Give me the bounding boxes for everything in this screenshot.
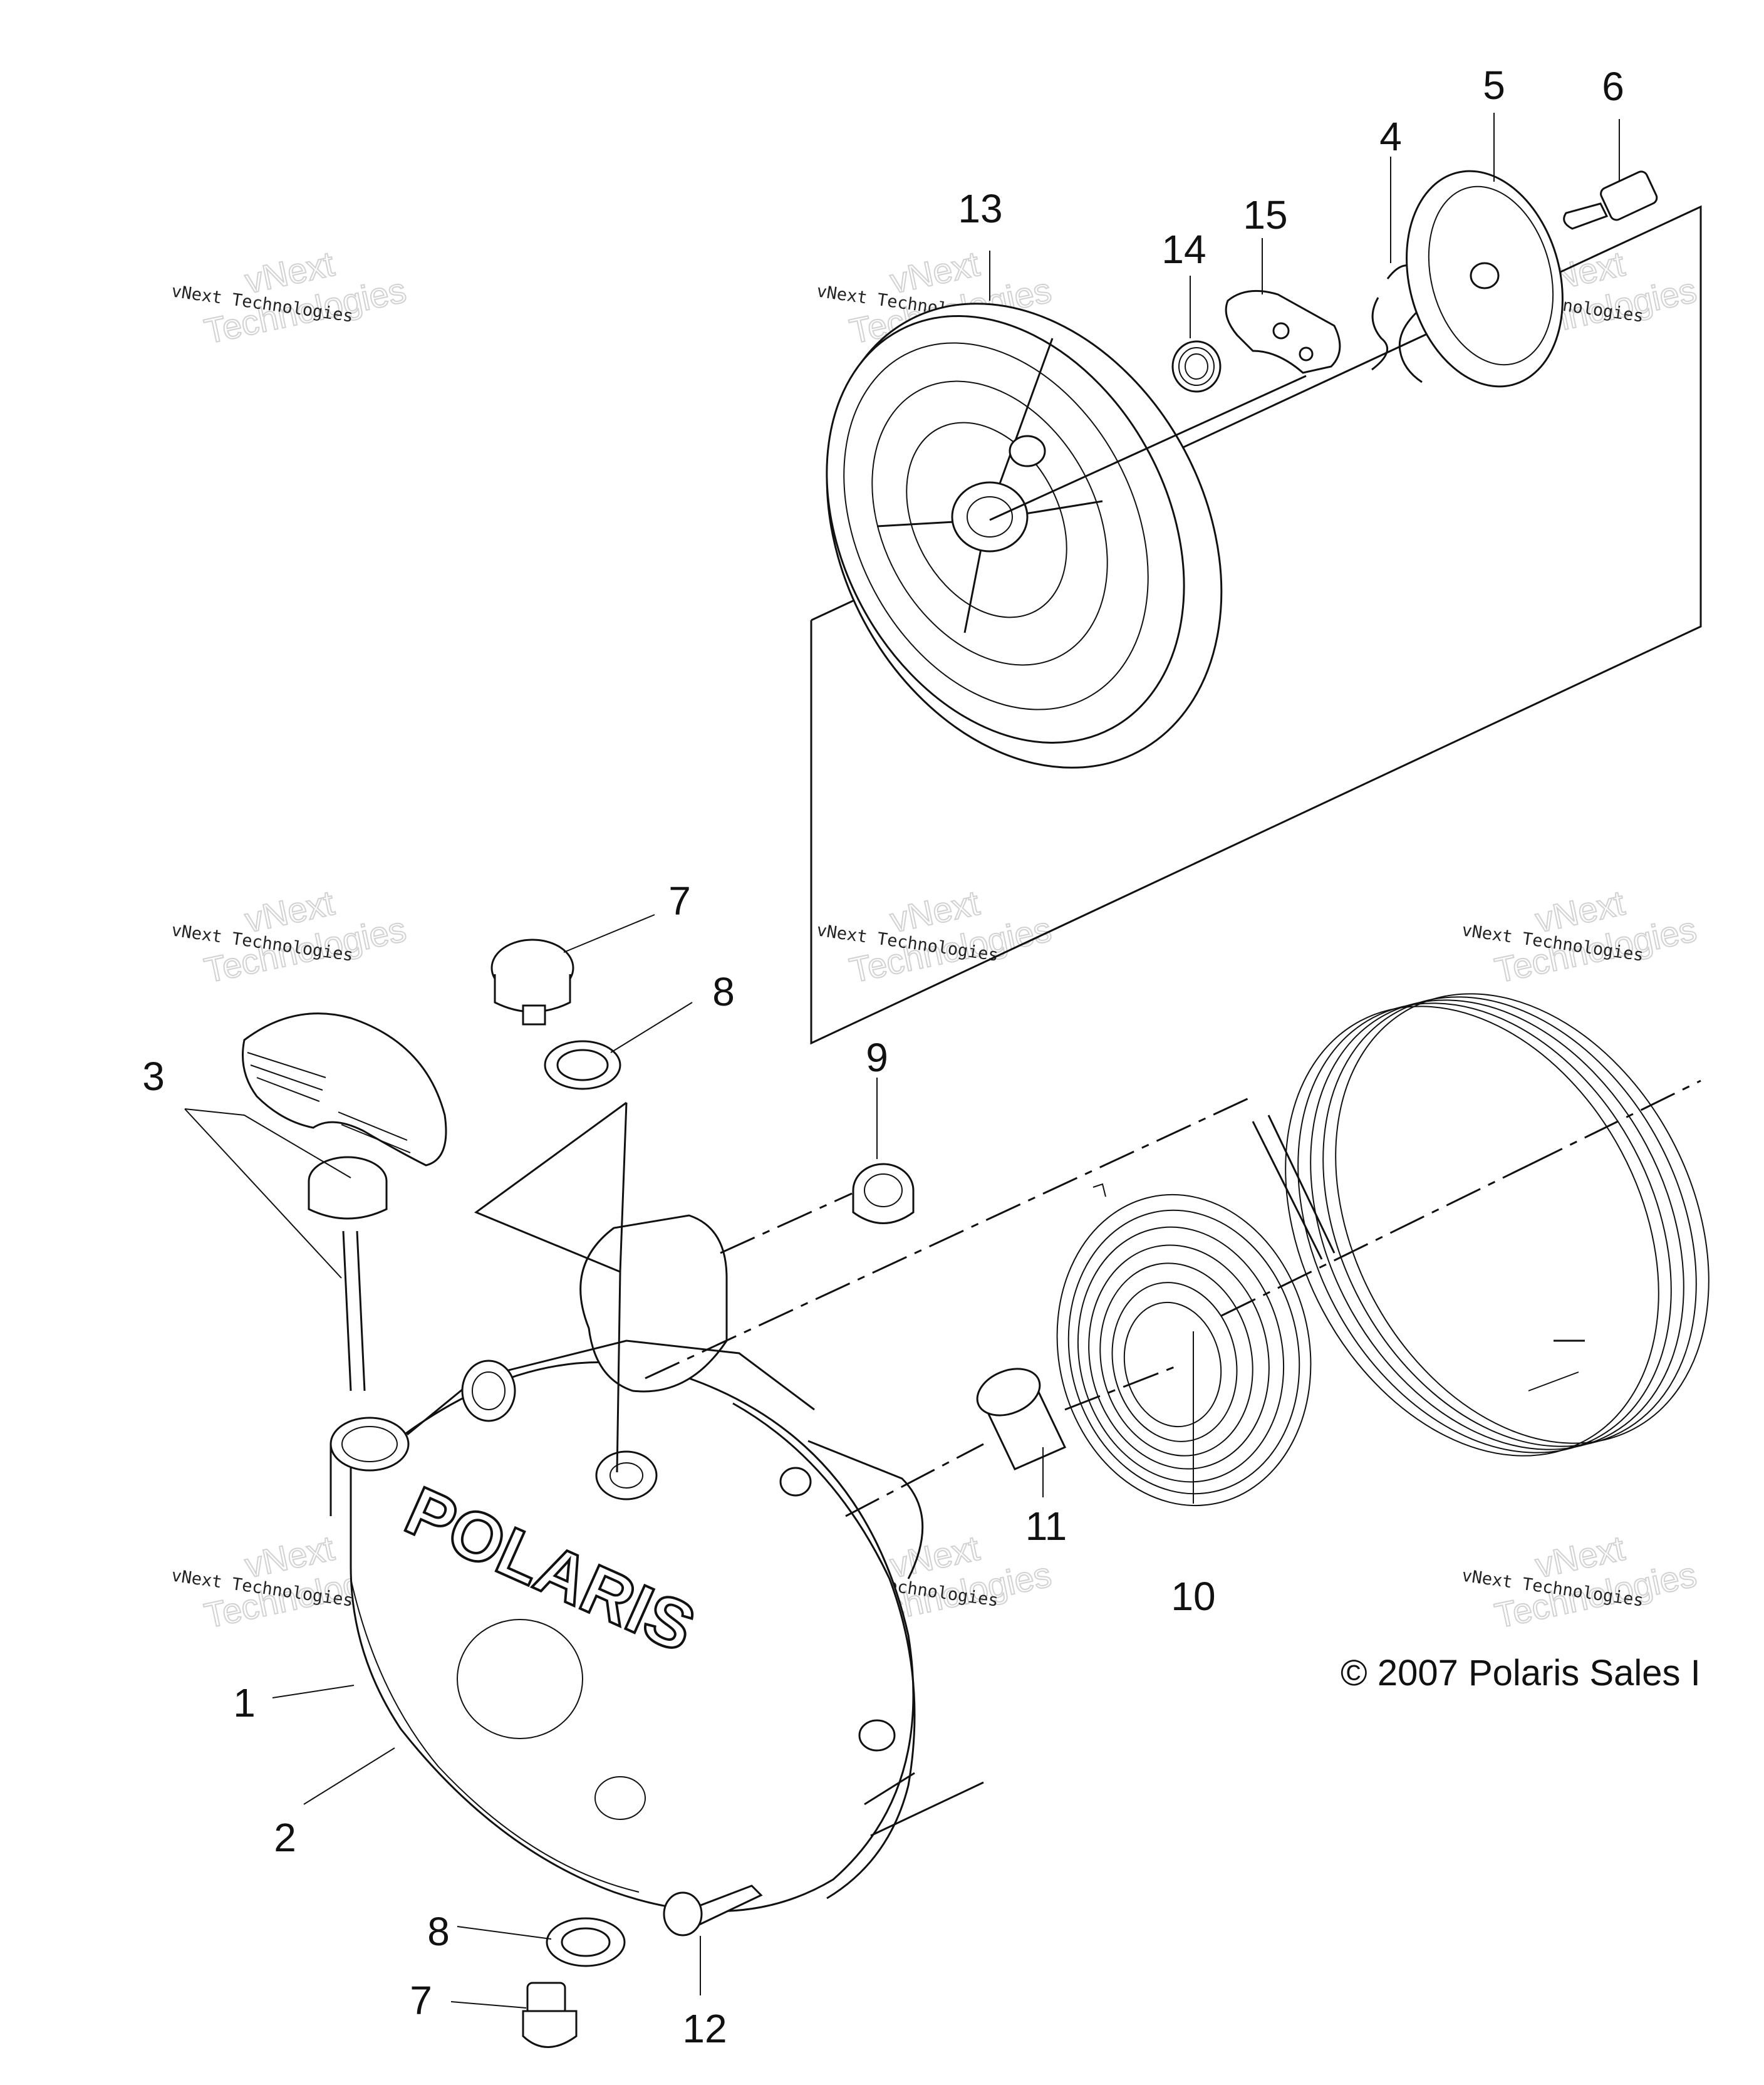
callout-13: 13 [958, 186, 1002, 231]
callout-2: 2 [274, 1815, 296, 1860]
callout-6: 6 [1602, 64, 1624, 109]
callout-15: 15 [1243, 192, 1287, 237]
screw-part-12 [663, 1885, 763, 1937]
callout-8-upper: 8 [712, 969, 735, 1014]
handle-part-3 [242, 1012, 447, 1391]
spiral-spring-part-10 [1056, 1183, 1312, 1507]
bushing-part-11 [976, 1368, 1067, 1470]
pawl-part-15 [1225, 289, 1341, 374]
assembly-frame [810, 205, 1702, 1045]
callout-8-lower: 8 [427, 1909, 450, 1954]
callout-labels: 13 14 15 4 5 6 7 8 3 9 11 10 1 2 8 7 12 [142, 63, 1624, 2051]
callout-4: 4 [1379, 114, 1402, 159]
bolt-part-6 [1563, 170, 1658, 230]
washer-part-8-lower [546, 1917, 626, 1967]
pulley-part-13 [826, 303, 1307, 769]
callout-9: 9 [866, 1035, 888, 1080]
washer-part-8-upper [544, 1040, 621, 1090]
callout-1: 1 [233, 1680, 256, 1725]
cap-part-7-upper [490, 939, 574, 1026]
callout-7-upper: 7 [668, 878, 691, 923]
centre-lines [474, 1079, 1701, 1837]
callout-7-lower: 7 [410, 1978, 432, 2023]
callout-5: 5 [1483, 63, 1505, 108]
rope-coil [1252, 993, 1710, 1457]
leader-lines [184, 113, 1620, 2009]
copyright-text: © 2007 Polaris Sales I [1341, 1653, 1701, 1693]
callout-3: 3 [142, 1054, 165, 1099]
housing-part-1: POLARIS [329, 1214, 924, 1913]
callout-10: 10 [1171, 1574, 1215, 1619]
callout-14: 14 [1161, 227, 1206, 272]
spring-part-14 [1171, 340, 1222, 393]
callout-11: 11 [1025, 1504, 1067, 1549]
cap-part-7-lower [522, 1982, 578, 2048]
bushing-part-9 [852, 1163, 915, 1224]
plate-part-5 [1406, 170, 1564, 388]
callout-12: 12 [682, 2006, 727, 2051]
